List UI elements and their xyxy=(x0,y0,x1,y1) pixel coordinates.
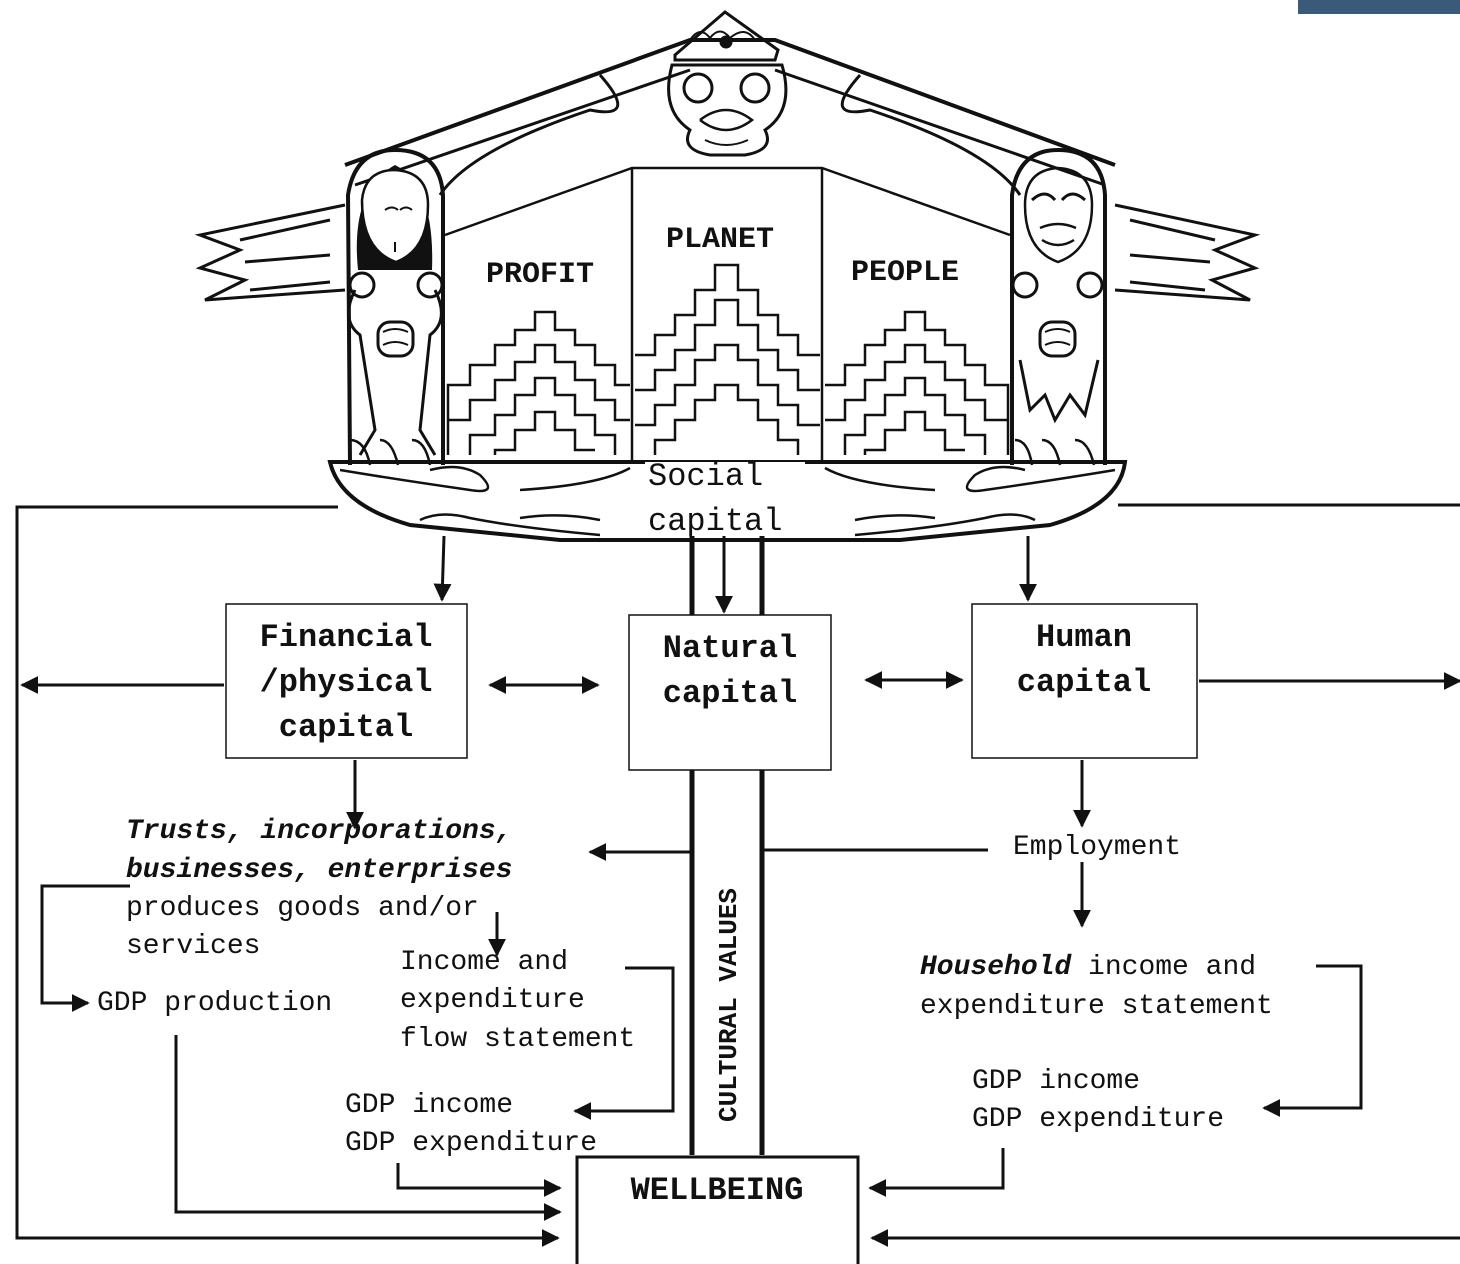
natural-box-line2: capital xyxy=(663,675,797,712)
left-outer-loop xyxy=(15,505,560,1247)
gdp-production-label: GDP production xyxy=(97,988,332,1019)
produces-line2: services xyxy=(126,931,260,962)
left-statement-line2: expenditure xyxy=(400,985,585,1016)
social-capital-label-line2: capital xyxy=(648,503,782,540)
arrow-right-gdp-to-wellbeing xyxy=(868,1148,1005,1197)
left-gdp-expenditure: GDP expenditure xyxy=(345,1128,597,1159)
social-capital-label-bg xyxy=(645,462,805,532)
arrow-household-to-gdp xyxy=(1262,964,1363,1117)
social-capital-label-line1: Social xyxy=(648,458,763,495)
arrow-trusts-to-gdp-production xyxy=(40,884,130,1012)
household-line2: expenditure statement xyxy=(920,991,1273,1022)
poutama-pattern-left xyxy=(446,310,630,455)
cultural-values-pillar xyxy=(689,536,765,1155)
household-bold: Household xyxy=(920,952,1072,983)
financial-capital-box: Financial /physical capital xyxy=(225,603,468,759)
wellbeing-box: WELLBEING xyxy=(575,1155,860,1264)
left-statement-line1: Income and xyxy=(400,947,568,978)
trusts-line2: businesses, enterprises xyxy=(126,855,512,886)
poutama-pattern-center xyxy=(635,263,820,455)
poutama-pattern-right xyxy=(825,310,1010,455)
trusts-line1: Trusts, incorporations, xyxy=(126,816,512,847)
household-line1: Household income and xyxy=(920,952,1256,983)
panel-label-planet: PLANET xyxy=(666,223,774,257)
right-carved-figure xyxy=(1010,147,1107,466)
cultural-values-label: CULTURAL VALUES xyxy=(714,888,744,1122)
human-box-line2: capital xyxy=(1017,664,1151,701)
household-rest: income and xyxy=(1071,952,1256,983)
financial-box-line3: capital xyxy=(279,709,413,746)
panel-label-people: PEOPLE xyxy=(851,256,959,290)
meeting-house-illustration xyxy=(194,10,1261,542)
financial-box-line1: Financial xyxy=(260,619,433,656)
left-wing-ornament xyxy=(194,203,346,302)
human-box-line1: Human xyxy=(1036,619,1132,656)
corner-logo-fragment xyxy=(1298,0,1460,14)
panel-label-profit: PROFIT xyxy=(486,258,594,292)
left-statement-line3: flow statement xyxy=(400,1024,635,1055)
house-base-paepae xyxy=(327,460,1128,542)
koruru-carving xyxy=(667,10,788,157)
human-capital-box: Human capital xyxy=(971,603,1198,759)
right-gdp-expenditure: GDP expenditure xyxy=(972,1104,1224,1135)
financial-box-line2: /physical xyxy=(260,664,433,701)
connector-lines xyxy=(15,503,1460,1247)
left-carved-figure xyxy=(345,147,445,466)
right-wing-ornament xyxy=(1114,203,1261,302)
arrow-statement-to-gdp-income xyxy=(573,966,675,1120)
employment-label: Employment xyxy=(1013,832,1181,863)
left-gdp-income: GDP income xyxy=(345,1090,513,1121)
arrow-left-gdp-to-wellbeing xyxy=(396,1163,562,1197)
right-gdp-income: GDP income xyxy=(972,1066,1140,1097)
natural-capital-box: Natural capital xyxy=(628,614,832,771)
arrow-house-to-financial xyxy=(433,535,452,602)
produces-line1: produces goods and/or xyxy=(126,893,479,924)
arrow-gdp-production-to-wellbeing xyxy=(174,1035,562,1221)
natural-box-line1: Natural xyxy=(663,630,797,667)
wellbeing-label: WELLBEING xyxy=(631,1172,804,1209)
